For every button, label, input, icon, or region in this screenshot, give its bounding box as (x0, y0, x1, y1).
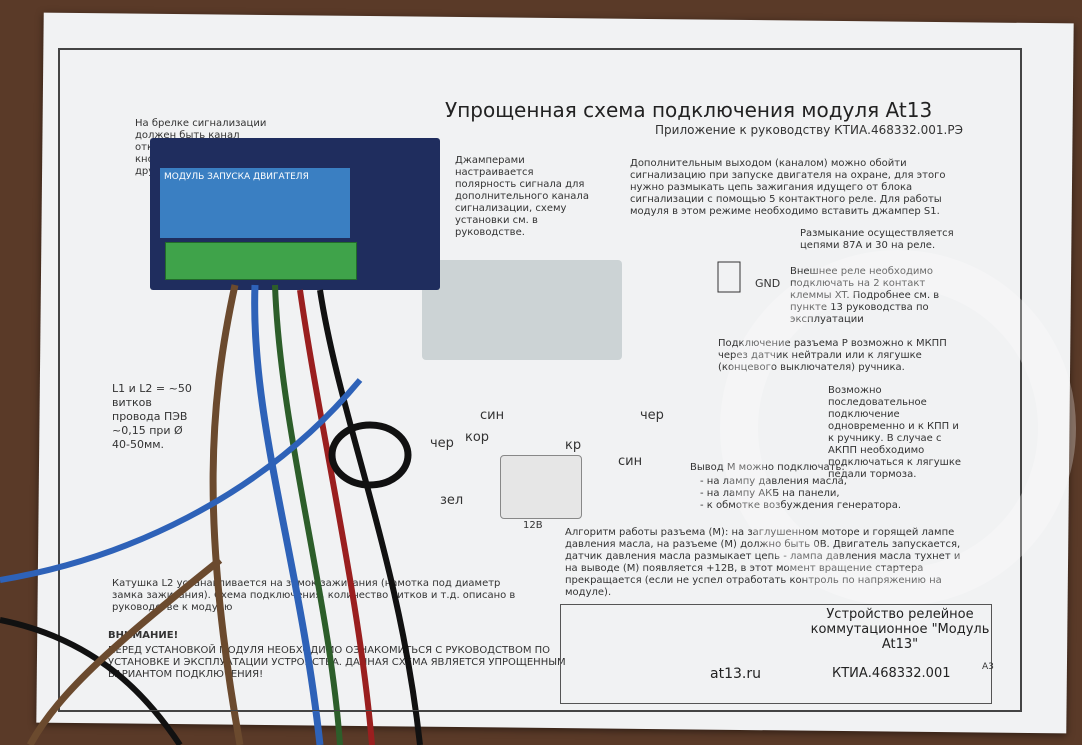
title-block-doc: КТИА.468332.001 (832, 666, 951, 681)
handwritten-6: чер (640, 408, 664, 423)
title-block-name: Устройство релейное коммутационное "Моду… (810, 607, 990, 652)
watermark (720, 250, 1076, 606)
handwritten-5: кр (565, 438, 582, 453)
printed-module-diagram (422, 260, 622, 360)
module-sticker-label: МОДУЛЬ ЗАПУСКА ДВИГАТЕЛЯ (164, 172, 309, 182)
battery-label: 12В (523, 520, 543, 531)
terminal-block (165, 242, 357, 280)
frame-bottom (58, 710, 1018, 711)
handwritten-2: кор (465, 430, 490, 445)
handwritten-7: син (618, 454, 643, 469)
note-break: Размыкание осуществляется цепями 87А и 3… (800, 228, 954, 251)
note-l1l2: L1 и L2 = ~50 витков провода ПЭВ ~0,15 п… (112, 382, 192, 451)
sheet-title: Упрощенная схема подключения модуля At13 (445, 98, 933, 122)
handwritten-3: син (480, 408, 505, 423)
title-block-format: A3 (982, 662, 994, 672)
note-extra-output: Дополнительным выходом (каналом) можно о… (630, 158, 946, 217)
handwritten-1: чер (430, 436, 454, 451)
note-jumpers: Джамперами настраивается полярность сигн… (455, 155, 589, 238)
gnd-label: GND (755, 277, 781, 290)
handwritten-4: зел (440, 493, 464, 508)
battery-icon (500, 455, 582, 519)
title-block-site: at13.ru (710, 666, 761, 682)
module-sticker: МОДУЛЬ ЗАПУСКА ДВИГАТЕЛЯ (160, 168, 350, 238)
sheet-subtitle: Приложение к руководству КТИА.468332.001… (655, 123, 963, 137)
note-coil: Катушка L2 устанавливается на замок зажи… (112, 578, 516, 613)
warning-title: ВНИМАНИЕ! (108, 630, 179, 641)
title-block (560, 604, 992, 704)
